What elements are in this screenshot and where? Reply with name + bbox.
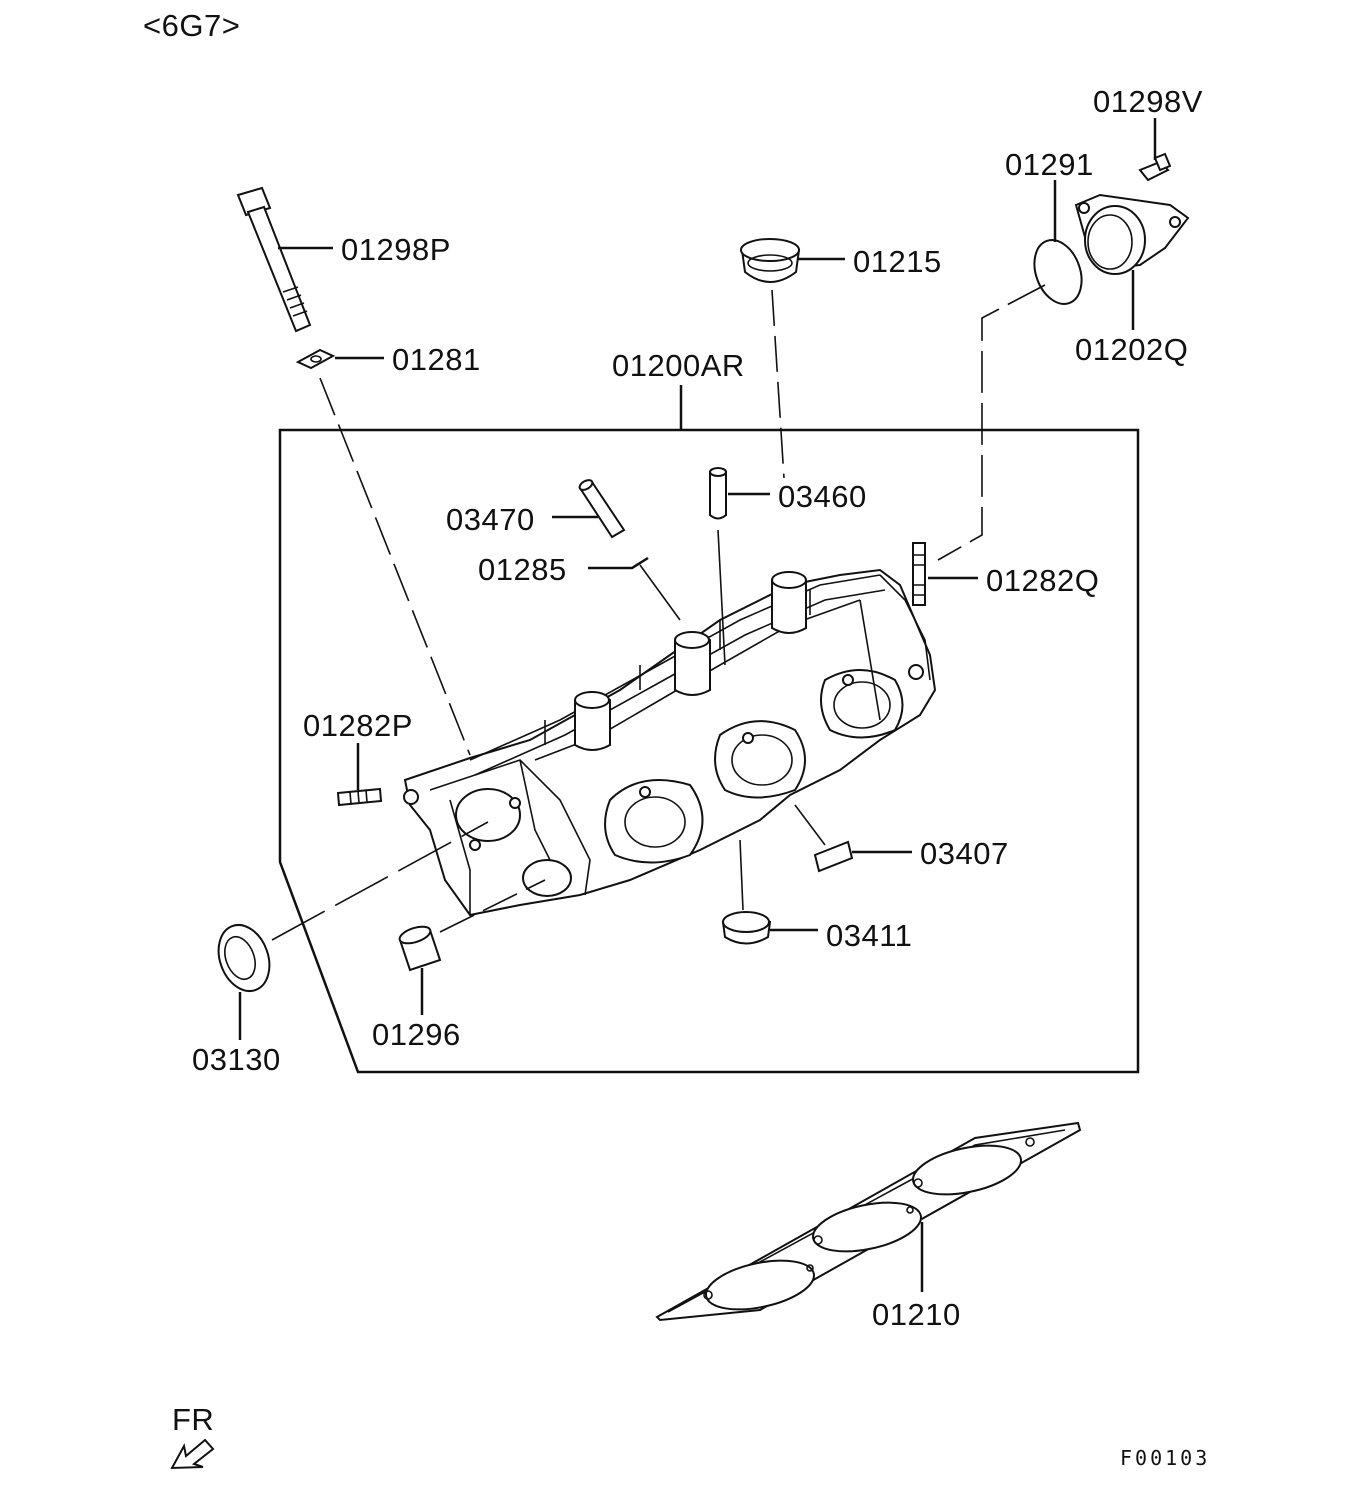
dash-03407 [794,804,826,846]
bolt-01298P-icon [236,186,312,333]
label-03470: 03470 [446,502,535,537]
label-01298P: 01298P [341,232,451,267]
dash-03411 [739,839,744,911]
engine-code-heading: <6G7> [143,8,240,43]
label-01282P: 01282P [303,708,413,743]
dash-01291 [937,284,1046,561]
label-01202Q: 01202Q [1075,332,1188,367]
label-01296: 01296 [372,1017,461,1052]
label-03411: 03411 [826,918,912,953]
oil-seal-03130-icon [217,924,271,992]
seal-03407-icon [813,840,854,873]
label-01298V: 01298V [1093,84,1203,119]
dash-01281 [319,377,471,756]
label-03130: 03130 [192,1042,281,1077]
pin-03470-icon [578,479,626,539]
sleeve-01296-icon [398,925,442,972]
label-03460: 03460 [778,479,867,514]
label-01215: 01215 [853,244,942,279]
housing-01202Q-icon [1074,193,1190,275]
o-ring-01291-icon [1033,239,1083,305]
dash-03130 [271,821,489,941]
stud-01282Q-icon [912,542,926,606]
arrow-down-left-icon [170,1438,215,1470]
label-01210: 01210 [872,1297,961,1332]
figure-code: F00103 [1120,1446,1210,1470]
dash-03460 [717,529,726,666]
stud-01282P-icon [336,787,383,807]
seat-03411-icon [721,911,772,945]
cylinder-head [403,568,937,917]
head-gasket-01210-icon [655,1121,1082,1322]
label-03407: 03407 [920,836,1009,871]
guide-03460-icon [709,467,727,520]
bolt-01298V-icon [1138,152,1172,182]
leader-01285 [588,556,649,570]
label-01291: 01291 [1005,147,1094,182]
dash-01215 [771,289,785,479]
label-01282Q: 01282Q [986,563,1099,598]
washer-01281-icon [295,348,336,370]
label-01285: 01285 [478,552,567,587]
front-direction-label: FR [172,1402,214,1437]
dash-01285 [639,564,681,621]
dash-01296 [439,879,546,933]
label-01200AR: 01200AR [612,348,745,383]
label-01281: 01281 [392,342,481,377]
assembly-frame [278,428,1140,1074]
cap-01215-icon [740,238,801,283]
